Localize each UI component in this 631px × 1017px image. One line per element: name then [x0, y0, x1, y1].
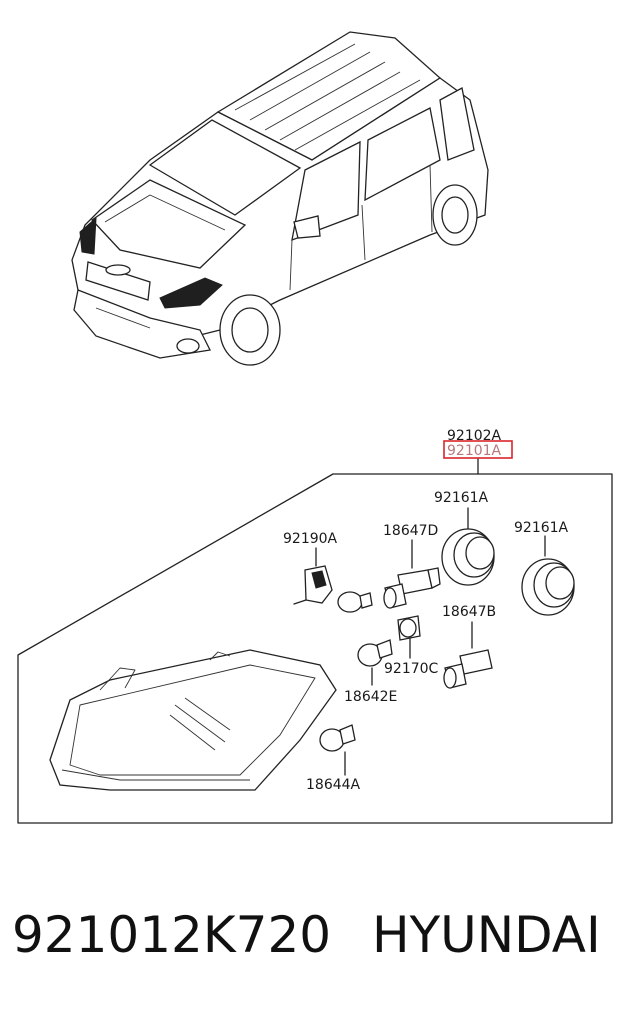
assembly-outline — [17, 473, 613, 824]
small-bulb-bottom-part — [319, 724, 356, 776]
footer: 921012K720 HYUNDAI — [0, 900, 631, 980]
callout-92170C[interactable]: 92170C — [384, 661, 439, 677]
actuator-part — [293, 547, 333, 605]
wedge-bulb-part — [337, 591, 373, 613]
callout-18647D[interactable]: 18647D — [383, 523, 438, 539]
callout-92102A: 92102A — [447, 428, 502, 444]
dust-cap-socket-right — [521, 535, 575, 616]
parts-diagram: 92102A 92101A 92161A 92161A 92190A 18647… — [17, 31, 613, 824]
callout-92101A[interactable]: 92101A — [447, 443, 502, 459]
callout-18642E[interactable]: 18642E — [344, 689, 397, 705]
callout-18647B[interactable]: 18647B — [442, 604, 496, 620]
part-number: 921012K720 — [12, 906, 332, 964]
callout-92161A-right[interactable]: 92161A — [514, 520, 569, 536]
highlight-box — [443, 440, 513, 459]
h7-bulb-bottom-part — [443, 621, 493, 689]
small-bulb-mid-part — [357, 639, 393, 686]
bulb-socket-part — [397, 615, 421, 659]
car-illustration — [71, 31, 489, 366]
dust-cap-socket-top — [441, 507, 495, 586]
callout-92190A[interactable]: 92190A — [283, 531, 338, 547]
callout-92161A-top[interactable]: 92161A — [434, 490, 489, 506]
callout-18644A[interactable]: 18644A — [306, 777, 361, 793]
headlamp-housing — [49, 649, 337, 791]
h7-bulb-top-part — [383, 539, 441, 609]
brand-name: HYUNDAI — [372, 906, 601, 964]
